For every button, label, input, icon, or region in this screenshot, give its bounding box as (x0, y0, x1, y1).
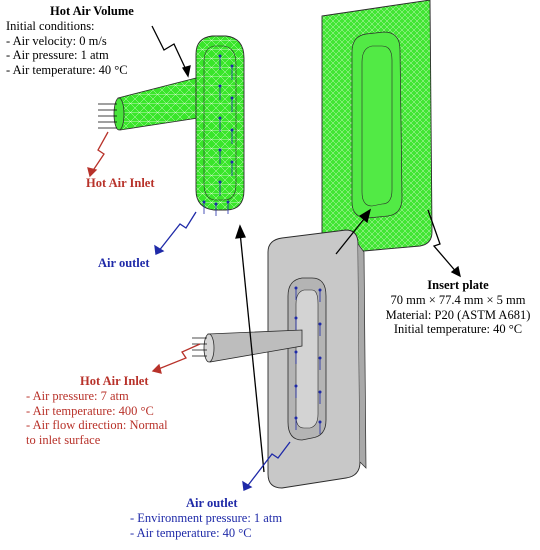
leader-arrows (87, 25, 461, 491)
hot-air-volume-mesh (98, 35, 245, 216)
insert-plate-leader (427, 209, 459, 275)
hot-air-volume-label: Hot Air Volume Initial conditions: - Air… (6, 4, 134, 78)
bottom-inlet-face (203, 333, 215, 363)
insert-plate-spec: 70 mm × 77.4 mm × 5 mm (390, 292, 526, 307)
bottom-outlet-vectors (294, 286, 322, 434)
hot-air-volume-subtitle: Initial conditions: (6, 18, 95, 33)
insert-plate-leader-head (450, 265, 461, 278)
mold-channel-inner (295, 289, 319, 429)
bottom-outlet-leader-head (242, 480, 253, 491)
model-link-head (235, 224, 246, 239)
plate-link-head (358, 208, 372, 224)
top-inlet-face (113, 97, 125, 131)
model-link-line (239, 231, 265, 473)
hot-air-volume-leader-head (181, 65, 191, 78)
inlet-condition-item: - Air flow direction: Normal (26, 418, 168, 433)
top-inlet-pipe (117, 77, 199, 131)
top-outlet-vectors (202, 54, 234, 216)
top-outlet-leader (157, 211, 197, 253)
outlet-condition-item: - Air temperature: 40 °C (130, 525, 252, 540)
assembly-model (192, 229, 367, 489)
hot-air-inlet-conditions: - Air pressure: 7 atm - Air temperature:… (26, 389, 168, 448)
bottom-inlet-leader-head (151, 363, 162, 374)
top-chamber-inner (203, 45, 237, 201)
inlet-condition-item: - Air temperature: 400 °C (26, 403, 154, 418)
air-outlet-bottom-label: Air outlet - Environment pressure: 1 atm… (130, 496, 282, 540)
air-outlet-top-label: Air outlet (98, 256, 150, 270)
air-outlet-bottom-title: Air outlet (186, 496, 238, 510)
hot-air-volume-leader (151, 25, 189, 75)
air-outlet-conditions: - Environment pressure: 1 atm - Air temp… (130, 511, 282, 541)
condition-item: - Air temperature: 40 °C (6, 63, 128, 77)
hot-air-inlet-bottom-label: Hot Air Inlet - Air pressure: 7 atm - Ai… (26, 374, 168, 448)
insert-plate-mesh (321, 0, 433, 255)
bottom-outlet-leader (245, 441, 291, 489)
bottom-inlet-leader (155, 343, 201, 371)
top-inlet-vectors (98, 103, 117, 129)
top-outlet-leader-head (154, 244, 165, 255)
insert-plate-spec: Initial temperature: 40 °C (393, 322, 523, 337)
hot-air-inlet-bottom-title: Hot Air Inlet (80, 374, 149, 388)
mold-plate-edge (357, 243, 367, 469)
condition-item: - Air velocity: 0 m/s (6, 33, 107, 48)
top-inlet-leader-head (87, 167, 98, 178)
inlet-condition-item: to inlet surface (26, 433, 101, 447)
insert-plate-title: Insert plate (427, 278, 489, 292)
hot-air-inlet-top-label: Hot Air Inlet (86, 176, 155, 190)
plate-link-line (335, 213, 369, 255)
insert-plate-pocket (351, 31, 403, 219)
hot-air-volume-conditions: - Air velocity: 0 m/s - Air pressure: 1 … (6, 34, 134, 78)
insert-plate-pocket-inner (361, 45, 393, 207)
inlet-condition-item: - Air pressure: 7 atm (26, 388, 129, 403)
condition-item: - Air pressure: 1 atm (6, 48, 109, 63)
bottom-inlet-vectors (192, 337, 207, 357)
top-inlet-leader (91, 131, 109, 173)
insert-plate-label: Insert plate 70 mm × 77.4 mm × 5 mm Mate… (376, 278, 540, 337)
hot-air-volume-title: Hot Air Volume (50, 4, 134, 18)
insert-plate-spec: Material: P20 (ASTM A681) (385, 307, 531, 322)
outlet-condition-item: - Environment pressure: 1 atm (130, 510, 283, 525)
